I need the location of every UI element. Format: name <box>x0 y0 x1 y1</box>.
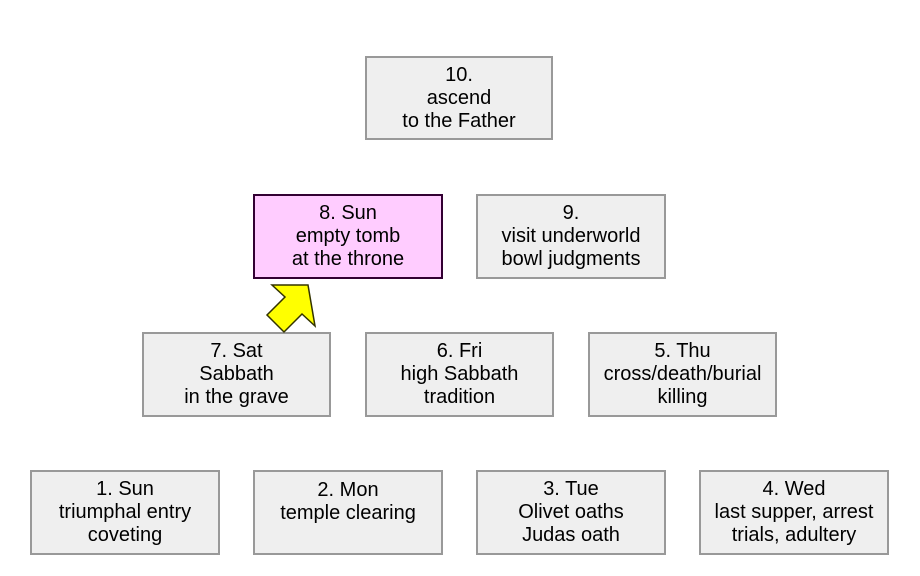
node-5-line1: 5. Thu <box>654 340 711 362</box>
node-10-line2: ascend <box>426 86 492 109</box>
node-9-line2: visit underworld <box>501 225 641 247</box>
node-10-ascend: 10. ascend to the Father <box>365 56 553 140</box>
node-4-line3: trials, adultery <box>731 524 857 546</box>
node-6-line1: 6. Fri <box>436 340 483 362</box>
node-3-line2: Olivet oaths <box>518 501 624 523</box>
node-5-line2: cross/death/burial <box>603 363 762 385</box>
node-7-line1: 7. Sat <box>210 340 263 362</box>
node-1-triumphal-entry: 1. Sun triumphal entry coveting <box>30 470 220 555</box>
node-6-line2: high Sabbath <box>400 363 519 385</box>
node-4-last-supper: 4. Wed last supper, arrest trials, adult… <box>699 470 889 555</box>
node-3-olivet-oaths: 3. Tue Olivet oaths Judas oath <box>476 470 666 555</box>
node-6-line3: tradition <box>423 386 496 408</box>
node-5-line3: killing <box>657 386 708 408</box>
node-4-line2: last supper, arrest <box>714 501 874 523</box>
node-2-temple-clearing: 2. Mon temple clearing <box>253 470 443 555</box>
node-8-line3: at the throne <box>291 248 405 270</box>
node-7-line2: Sabbath <box>199 363 274 385</box>
node-2-line1: 2. Mon <box>317 479 379 501</box>
node-9-line3: bowl judgments <box>501 248 641 270</box>
node-3-line3: Judas oath <box>522 524 620 546</box>
node-8-empty-tomb: 8. Sun empty tomb at the throne <box>253 194 443 279</box>
node-8-line2: empty tomb <box>295 225 401 247</box>
node-8-line1: 8. Sun <box>319 202 377 224</box>
node-10-line3: to the Father <box>402 109 516 132</box>
node-1-line2: triumphal entry <box>58 501 192 523</box>
node-6-high-sabbath: 6. Fri high Sabbath tradition <box>365 332 554 417</box>
node-3-line1: 3. Tue <box>543 478 599 500</box>
node-7-sabbath: 7. Sat Sabbath in the grave <box>142 332 331 417</box>
node-7-line3: in the grave <box>184 386 289 408</box>
node-1-line1: 1. Sun <box>96 478 154 500</box>
node-9-line1: 9. <box>562 202 580 224</box>
node-1-line3: coveting <box>87 524 163 546</box>
node-4-line1: 4. Wed <box>762 478 826 500</box>
node-2-line2: temple clearing <box>280 502 416 524</box>
node-5-cross: 5. Thu cross/death/burial killing <box>588 332 777 417</box>
node-10-line1: 10. <box>445 63 473 86</box>
node-9-underworld: 9. visit underworld bowl judgments <box>476 194 666 279</box>
up-right-arrow-icon <box>265 284 317 334</box>
